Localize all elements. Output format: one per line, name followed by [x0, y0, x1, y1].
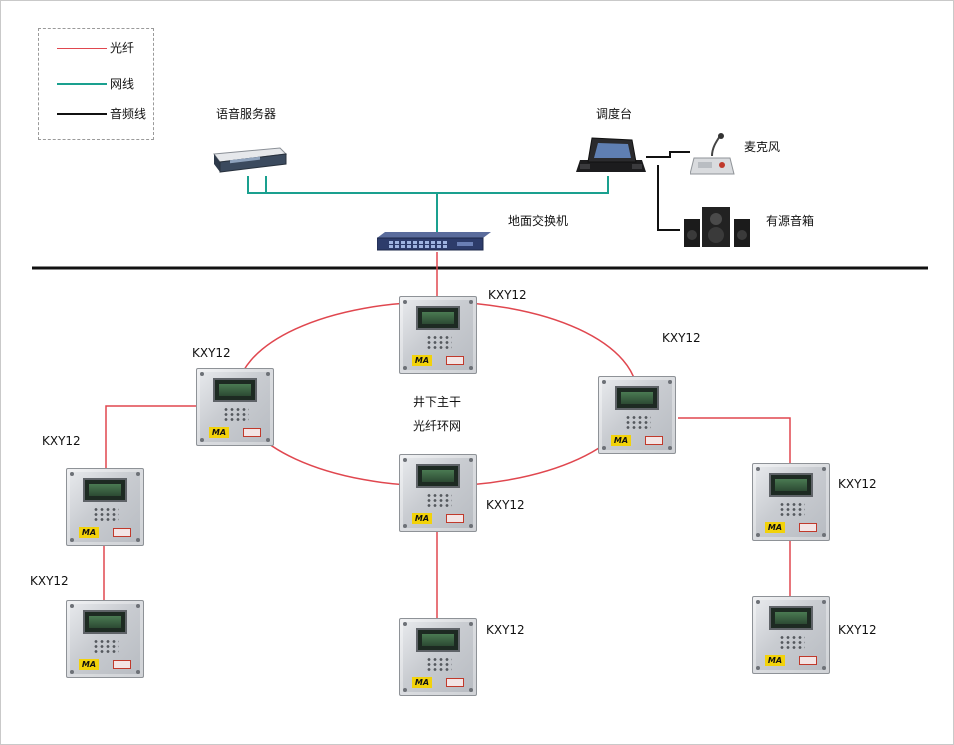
- nameplate: [799, 656, 817, 665]
- kxy12-node-top: MA: [399, 296, 477, 374]
- ma-safety-mark: MA: [765, 522, 785, 533]
- kxy12-node-center-branch: MA: [399, 618, 477, 696]
- legend-label: 网线: [110, 77, 135, 91]
- kxy12-node-left-branch-1: MA: [66, 468, 144, 546]
- legend-item-fiber: 光纤: [57, 40, 134, 56]
- voice-server-icon: [208, 146, 288, 176]
- legend-label: 音频线: [110, 107, 147, 121]
- node-label-left-branch-2: KXY12: [30, 574, 69, 588]
- node-label-center-branch: KXY12: [486, 623, 525, 637]
- nameplate: [113, 528, 131, 537]
- display-screen: [83, 478, 127, 502]
- nameplate: [446, 356, 464, 365]
- node-label-top: KXY12: [488, 288, 527, 302]
- node-label-right-branch-2: KXY12: [838, 623, 877, 637]
- display-screen: [416, 306, 460, 330]
- network-line-sample: [57, 83, 107, 85]
- nameplate: [446, 678, 464, 687]
- keypad: [779, 502, 805, 518]
- nameplate: [113, 660, 131, 669]
- speaker-icon: [680, 205, 756, 247]
- nameplate: [446, 514, 464, 523]
- active-speaker-label: 有源音箱: [766, 214, 815, 228]
- fiber-line-sample: [57, 47, 107, 49]
- keypad: [223, 407, 249, 423]
- display-screen: [83, 610, 127, 634]
- node-label-left-branch-1: KXY12: [42, 434, 81, 448]
- ma-safety-mark: MA: [412, 355, 432, 366]
- ring-label: 井下主干 光纤环网: [400, 392, 474, 436]
- ma-safety-mark: MA: [765, 655, 785, 666]
- network-cables: [247, 176, 609, 232]
- ma-safety-mark: MA: [79, 527, 99, 538]
- microphone-icon: [689, 132, 736, 178]
- ma-safety-mark: MA: [412, 513, 432, 524]
- ma-safety-mark: MA: [79, 659, 99, 670]
- ring-label-line2: 光纤环网: [412, 419, 461, 433]
- nameplate: [243, 428, 261, 437]
- ground-switch-label: 地面交换机: [508, 214, 569, 228]
- kxy12-node-upper-right: MA: [598, 376, 676, 454]
- nameplate: [645, 436, 663, 445]
- display-screen: [769, 473, 813, 497]
- display-screen: [416, 464, 460, 488]
- ma-safety-mark: MA: [611, 435, 631, 446]
- dispatch-console-icon: [576, 134, 646, 178]
- ma-safety-mark: MA: [209, 427, 229, 438]
- keypad: [93, 639, 119, 655]
- legend-item-audio: 音频线: [57, 106, 146, 122]
- keypad: [426, 657, 452, 673]
- kxy12-node-left-branch-2: MA: [66, 600, 144, 678]
- voice-server-label: 语音服务器: [216, 107, 277, 121]
- keypad: [426, 335, 452, 351]
- display-screen: [769, 606, 813, 630]
- ring-label-line1: 井下主干: [412, 395, 461, 409]
- microphone-label: 麦克风: [744, 140, 781, 154]
- kxy12-node-right-branch-2: MA: [752, 596, 830, 674]
- kxy12-node-upper-left: MA: [196, 368, 274, 446]
- keypad: [93, 507, 119, 523]
- node-label-right-branch-1: KXY12: [838, 477, 877, 491]
- keypad: [779, 635, 805, 651]
- audio-line-sample: [57, 113, 107, 115]
- display-screen: [213, 378, 257, 402]
- kxy12-node-right-branch-1: MA: [752, 463, 830, 541]
- network-switch-icon: [376, 230, 491, 252]
- ma-safety-mark: MA: [412, 677, 432, 688]
- audio-cables: [646, 151, 690, 231]
- keypad: [625, 415, 651, 431]
- kxy12-node-bottom-center: MA: [399, 454, 477, 532]
- node-label-upper-right: KXY12: [662, 331, 701, 345]
- legend: 光纤 网线 音频线: [38, 28, 154, 140]
- display-screen: [416, 628, 460, 652]
- keypad: [426, 493, 452, 509]
- node-label-bottom-center: KXY12: [486, 498, 525, 512]
- legend-item-network: 网线: [57, 76, 134, 92]
- display-screen: [615, 386, 659, 410]
- nameplate: [799, 523, 817, 532]
- node-label-upper-left: KXY12: [192, 346, 231, 360]
- legend-label: 光纤: [110, 41, 135, 55]
- dispatch-console-label: 调度台: [596, 107, 633, 121]
